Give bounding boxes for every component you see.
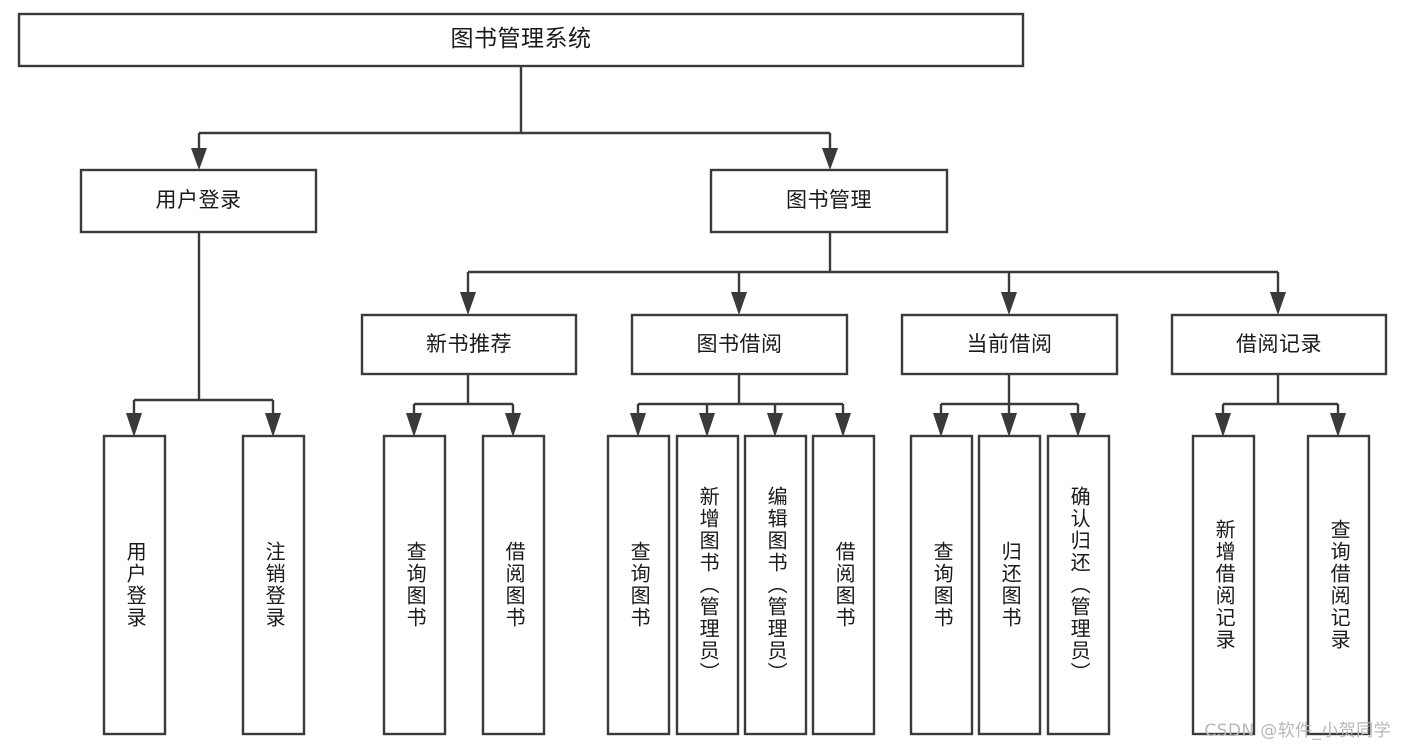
node-label-new-book-rec: 新书推荐: [426, 331, 512, 356]
leaf-box-current-borrow-2[interactable]: [1046, 434, 1111, 736]
connector-group-current-borrow: [933, 374, 1086, 437]
arrow-head-leaf-book-borrow-2: [767, 413, 783, 437]
csdn-watermark: CSDN @软件_小贺同学: [1204, 721, 1391, 741]
node-box-user-login[interactable]: [79, 168, 318, 234]
leaf-box-book-borrow-1[interactable]: [675, 434, 740, 736]
leaf-label-book-borrow-0: 查询图书: [627, 541, 652, 629]
connector-group-user-login: [126, 232, 281, 437]
connector-group-new-book-rec: [406, 374, 521, 437]
arrow-head-leaf-current-borrow-1: [1001, 413, 1017, 437]
leaf-label-current-borrow-2: 确认归还（管理员）: [1067, 486, 1092, 684]
leaf-box-borrow-record-0[interactable]: [1191, 434, 1256, 736]
leaf-box-borrow-record-1[interactable]: [1306, 434, 1371, 736]
arrow-head-leaf-new-book-rec-1: [505, 413, 521, 437]
node-label-book-manage: 图书管理: [786, 188, 872, 213]
node-label-user-login: 用户登录: [155, 188, 242, 213]
node-label-current-borrow: 当前借阅: [966, 331, 1053, 356]
node-box-book-manage[interactable]: [709, 168, 949, 234]
arrow-head-user-login: [191, 148, 207, 170]
arrow-head-leaf-current-borrow-0: [933, 413, 949, 437]
node-box-new-book-rec[interactable]: [360, 313, 578, 376]
node-label-borrow-record: 借阅记录: [1236, 331, 1322, 356]
leaf-box-user-login-0[interactable]: [102, 434, 167, 736]
leaf-label-book-borrow-1: 新增图书（管理员）: [696, 486, 721, 684]
arrow-head-leaf-book-borrow-0: [630, 413, 646, 437]
arrow-head-book-manage: [822, 148, 838, 170]
node-box-book-borrow[interactable]: [630, 313, 849, 376]
leaf-box-current-borrow-0[interactable]: [909, 434, 974, 736]
leaf-label-book-borrow-2: 编辑图书（管理员）: [764, 486, 789, 684]
leaf-label-new-book-rec-0: 查询图书: [403, 541, 428, 629]
leaf-box-new-book-rec-1[interactable]: [481, 434, 546, 736]
leaf-box-new-book-rec-0[interactable]: [382, 434, 447, 736]
connector-group-borrow-record: [1215, 374, 1346, 437]
leaf-box-user-login-1[interactable]: [241, 434, 306, 736]
node-label-root: 图书管理系统: [450, 26, 592, 53]
connector-group-book-borrow: [630, 374, 851, 437]
leaf-label-new-book-rec-1: 借阅图书: [502, 541, 527, 629]
connector-group-root: [191, 66, 838, 170]
arrow-head-leaf-borrow-record-0: [1215, 413, 1231, 437]
arrow-head-leaf-current-borrow-2: [1070, 413, 1086, 437]
arrow-head-leaf-user-login-0: [126, 413, 142, 437]
node-label-book-borrow: 图书借阅: [696, 331, 783, 356]
leaf-box-book-borrow-0[interactable]: [606, 434, 671, 736]
node-box-root[interactable]: [17, 12, 1025, 68]
node-box-borrow-record[interactable]: [1170, 313, 1388, 376]
arrow-head-current-borrow: [1001, 292, 1017, 315]
arrow-head-new-book-rec: [460, 292, 476, 315]
leaf-box-book-borrow-3[interactable]: [811, 434, 876, 736]
node-box-current-borrow[interactable]: [900, 313, 1119, 376]
leaf-label-borrow-record-1: 查询借阅记录: [1327, 519, 1352, 651]
arrow-head-leaf-book-borrow-1: [699, 413, 715, 437]
leaf-label-user-login-1: 注销登录: [262, 541, 287, 629]
leaf-label-current-borrow-1: 归还图书: [998, 541, 1023, 629]
connector-group-book-manage: [460, 232, 1286, 315]
arrow-head-leaf-book-borrow-3: [835, 413, 851, 437]
arrow-head-leaf-borrow-record-1: [1330, 413, 1346, 437]
leaf-label-book-borrow-3: 借阅图书: [832, 541, 857, 629]
arrow-head-leaf-new-book-rec-0: [406, 413, 422, 437]
leaf-label-current-borrow-0: 查询图书: [930, 541, 955, 629]
arrow-head-borrow-record: [1270, 292, 1286, 315]
leaf-label-borrow-record-0: 新增借阅记录: [1212, 519, 1237, 651]
arrow-head-leaf-user-login-1: [265, 413, 281, 437]
leaf-box-current-borrow-1[interactable]: [977, 434, 1042, 736]
arrow-head-book-borrow: [731, 292, 747, 315]
leaf-label-user-login-0: 用户登录: [123, 541, 148, 629]
leaf-box-book-borrow-2[interactable]: [743, 434, 808, 736]
